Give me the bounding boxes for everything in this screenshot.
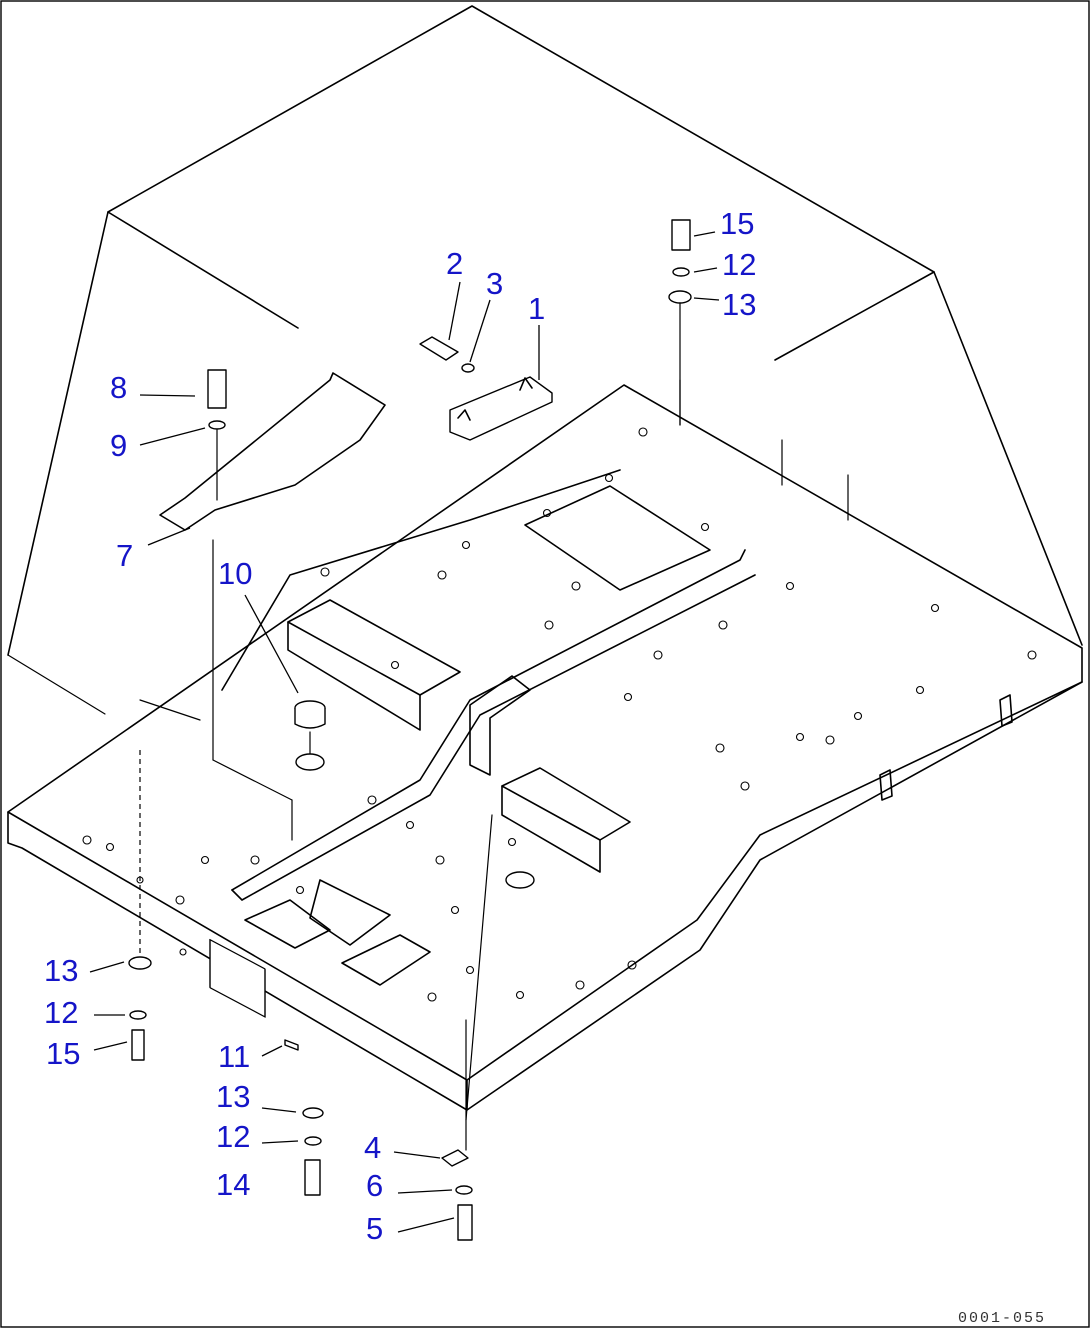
callout-7: 7 (116, 538, 133, 573)
callout-12-bottom: 12 (216, 1119, 250, 1154)
floor-mount (294, 700, 535, 889)
callouts: 15 12 13 2 3 1 8 9 7 10 13 12 15 11 13 1… (44, 206, 756, 1246)
callout-5: 5 (366, 1211, 383, 1246)
callout-6: 6 (366, 1168, 383, 1203)
bracket-assembly (419, 336, 553, 441)
cover-plate (159, 372, 386, 531)
callout-10: 10 (218, 556, 252, 591)
fasteners (128, 219, 849, 1241)
callout-2: 2 (446, 246, 463, 281)
callout-13-bottom: 13 (216, 1079, 250, 1114)
cab-outline (7, 5, 1083, 721)
callout-4: 4 (364, 1130, 381, 1165)
callout-11: 11 (218, 1039, 250, 1074)
figure-code: 0001-055 (958, 1310, 1046, 1327)
callout-12-top: 12 (722, 247, 756, 282)
floor-plate (7, 384, 1083, 1111)
callout-1: 1 (528, 291, 545, 326)
floor-holes (82, 427, 1037, 1002)
callout-14: 14 (216, 1167, 250, 1202)
callout-8: 8 (110, 370, 127, 405)
callout-3: 3 (486, 266, 503, 301)
callout-15-left: 15 (46, 1036, 80, 1071)
callout-13-left: 13 (44, 953, 78, 988)
callout-13-top: 13 (722, 287, 756, 322)
leader-lines (89, 231, 720, 1233)
callout-12-left: 12 (44, 995, 78, 1030)
callout-9: 9 (110, 428, 127, 463)
callout-15-top: 15 (720, 206, 754, 241)
